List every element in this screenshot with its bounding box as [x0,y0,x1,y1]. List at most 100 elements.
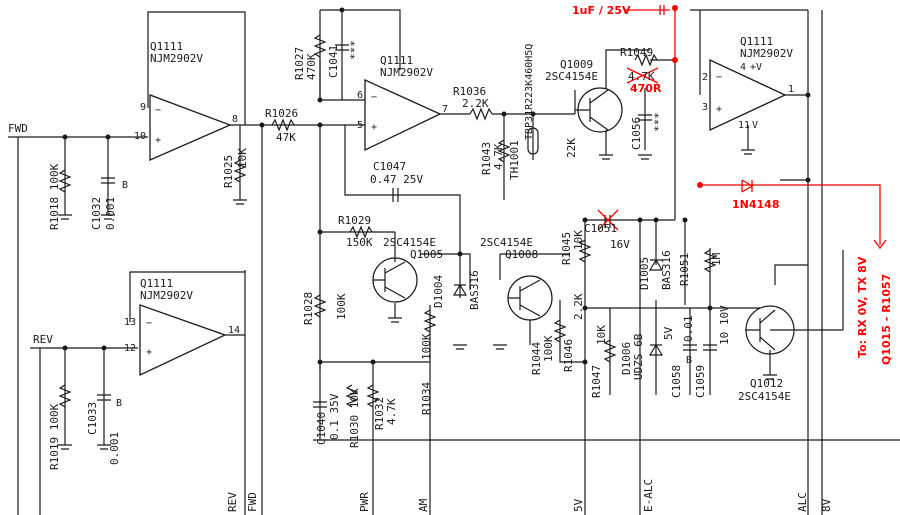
bus-5v-label: 5V [572,498,585,512]
d1005-ref: D1005 [638,257,651,290]
u1-pin-a: 9 [140,102,146,113]
q1008-ref: Q1008 [505,248,538,261]
c1040-ref: C1040 [315,412,328,445]
c1051-removed-mark [597,209,619,231]
u2-pin-a: 13 [124,317,136,328]
u2-plus-sign: + [146,347,152,358]
q1005-ref: Q1005 [410,248,443,261]
d1006-part: UDZS 6B [632,333,645,380]
u3-pin-a: 6 [357,90,363,101]
r1029-ref: R1029 [338,214,371,227]
r1028-ref: R1028 [302,292,315,325]
transistor-q1009 [575,87,623,133]
r1051-symbol [703,249,717,273]
q1012-part: 2SC4154E [738,390,791,403]
added-diode-wire [700,179,887,250]
r1043-symbol [497,139,511,163]
c1059-value: 10 10V [718,305,731,345]
r1051-ref: R1051 [678,253,691,286]
ground-symbols [58,149,777,450]
u3-pin-b: 5 [357,120,363,131]
u3-plus-sign: + [371,122,377,133]
d1004-part: BAS316 [468,270,481,310]
to-range: Q1015 - R1057 [880,274,893,365]
c1059-symbol [703,344,717,351]
u3-part: NJM2902V [380,66,433,79]
r1025-symbol [233,159,247,183]
u4-name: Q1111 [740,35,773,48]
c1041-value: *** [348,40,361,60]
wiring [8,9,900,515]
c1056-symbol [638,114,652,121]
d1004-ref: D1004 [432,275,445,308]
to-note: To: RX 0V, TX 8V [856,256,869,358]
th1001-ref: TH1001 [508,140,521,180]
r1034-symbol [423,309,437,333]
u4-vcc-pin: 4 [740,62,746,73]
c1058-value: 0.01 [682,316,695,343]
opamp-u3: − + Q1111 NJM2902V 6 5 7 [357,54,448,152]
r1034-ref: R1034 [420,382,433,415]
r1028-value: 100K [335,293,348,320]
r1029-symbol [349,225,373,239]
added-cap-label: 1uF / 25V [572,4,631,17]
r1047-symbol [603,339,617,363]
c1032-type: B [122,180,128,191]
c1033-type: B [116,398,122,409]
q1009-ref: Q1009 [560,58,593,71]
r1047-value: 10K [595,325,608,345]
r1028-symbol [313,294,327,318]
r1026-symbol [271,118,295,132]
r1049-ref: R1049 [620,46,653,59]
r1045-symbol [578,239,592,263]
c1058-ref: C1058 [670,365,683,398]
d1006-symbol [648,343,664,356]
bus-fwd-label: FWD [246,492,259,512]
r1044-symbol [553,319,567,343]
r1030-label: R1030 10K [348,388,361,448]
opamp-u2: − + Q1111 NJM2902V 13 12 14 [124,277,240,377]
c1032-ref: C1032 [90,197,103,230]
q1012-ref: Q1012 [750,377,783,390]
r1030-symbol [345,384,359,408]
u1-pin-out: 8 [232,114,238,125]
c1051-ref: C1051 [584,222,617,235]
u3-minus-sign: − [371,92,377,103]
d1006-ref: D1006 [620,342,633,375]
q1009-part: 2SC4154E [545,70,598,83]
added-cap-node [672,5,678,11]
u2-pin-out: 14 [228,325,240,336]
net-fwd-input-label: FWD [8,122,28,135]
c1058-symbol [683,344,697,351]
r1049-symbol [634,53,658,67]
bus-8v-label: 8V [820,498,833,512]
u4-vcc-label: +V [750,62,762,73]
r1026-value: 47K [276,131,296,144]
c1033-symbol [97,394,111,401]
c1040-value: 0.1 35V [328,393,341,440]
u4-plus-sign: + [716,104,722,115]
u4-pin-a: 2 [702,72,708,83]
wire-u1-feedback [147,11,246,125]
diode-symbols [452,258,664,356]
r1018-label: R1018 100K [48,163,61,230]
r1019-symbol [58,384,72,408]
c1059-ref: C1059 [694,365,707,398]
transistor-q1012 [745,305,795,355]
r1049-new-value: 470R [630,82,662,95]
r1032-ref: R1032 [373,397,386,430]
u1-part: NJM2902V [150,52,203,65]
c1041-ref: C1041 [327,45,340,78]
r1036-value: 2.2K [462,97,489,110]
bus-alc-label: ALC [796,492,809,512]
labels: FWD REV R1018 100K C1032 0.001 B R1025 1… [8,4,893,512]
c1033-ref: C1033 [86,402,99,435]
c1051-volt: 16V [610,238,630,251]
c1047-value: 0.47 25V [370,173,423,186]
u1-minus-sign: − [155,105,161,116]
u4-pin-b: 3 [702,102,708,113]
u1-name: Q1111 [150,40,183,53]
r1043-value: 4.7K [492,143,505,170]
r1044-ref: R1044 [530,342,543,375]
